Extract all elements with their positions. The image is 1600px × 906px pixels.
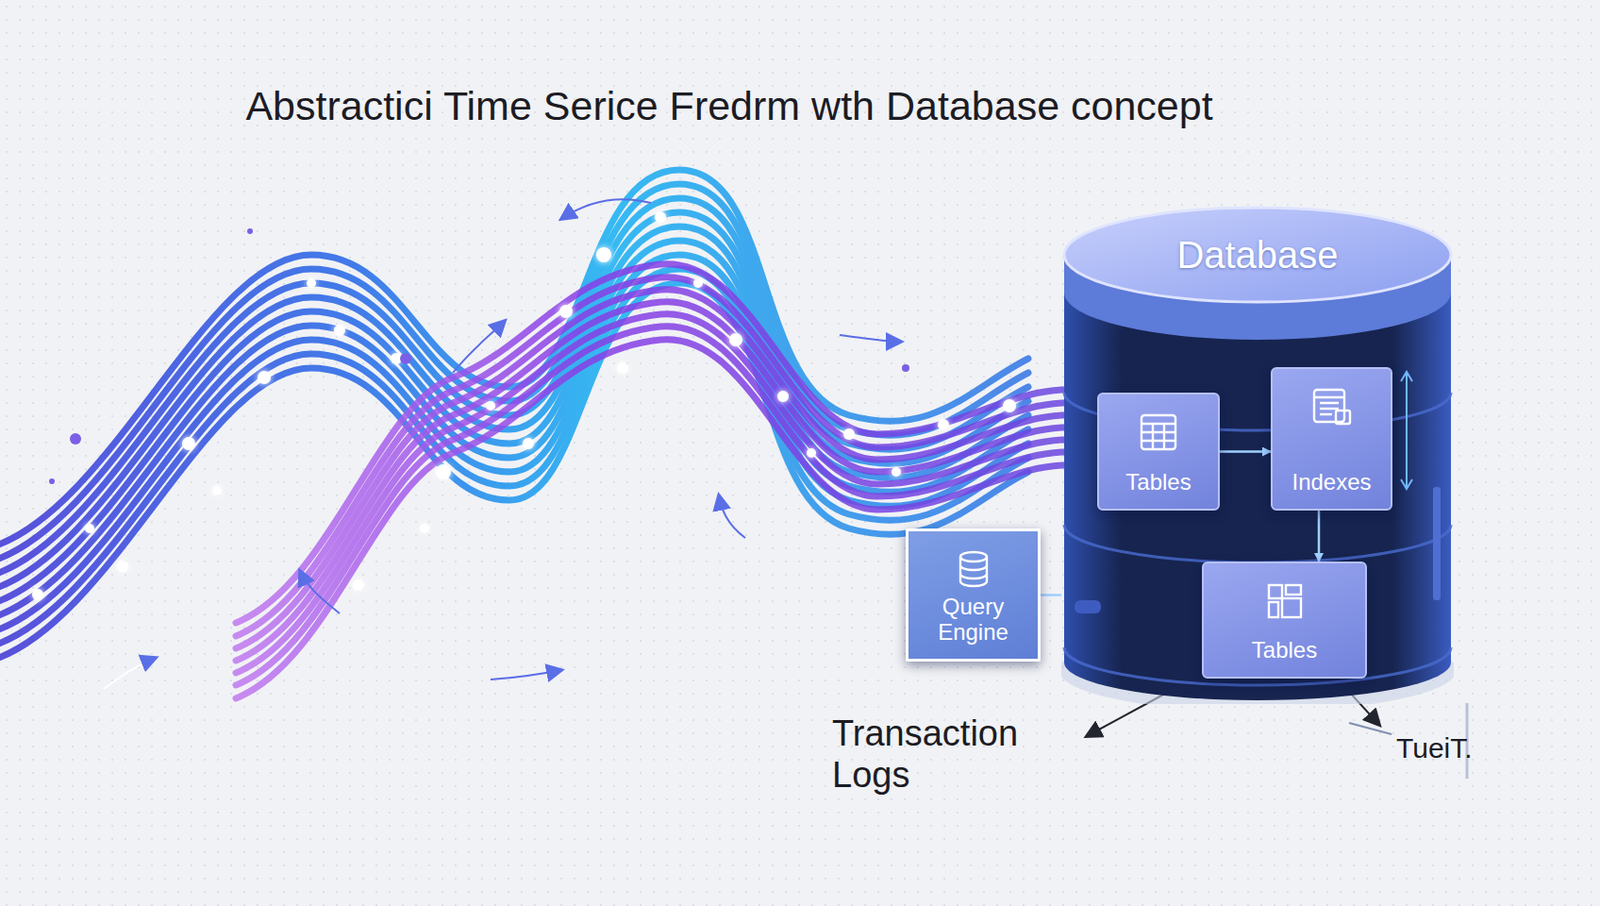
purple-wave (235, 264, 1095, 699)
database-cylinder: DatabaseTablesIndexesTables (1061, 203, 1454, 704)
index-box: Indexes (1270, 366, 1393, 511)
note-label: TueiT. (1396, 732, 1510, 766)
cylinder-label: Database (1061, 203, 1454, 277)
box-label: Tables (1251, 636, 1317, 664)
box-icon (1137, 411, 1180, 453)
box-icon (1264, 580, 1306, 622)
connector-arrow (1040, 593, 1062, 597)
diagram-title: Abstractici Time Serice Fredrm wth Datab… (0, 83, 1600, 130)
flow-arrows (103, 199, 901, 689)
table-box: Tables (1097, 392, 1220, 511)
box-icon (1311, 385, 1353, 428)
table-box: Tables (1201, 561, 1367, 679)
note-label: Transaction Logs (832, 713, 1080, 796)
sparkle-dots (32, 211, 1017, 600)
query-engine-box: Query Engine (905, 528, 1041, 662)
box-label: Indexes (1291, 468, 1371, 496)
box-icon (952, 548, 995, 590)
box-label: Query Engine (916, 593, 1031, 646)
box-label: Tables (1125, 468, 1191, 496)
accent-dots (49, 228, 910, 484)
